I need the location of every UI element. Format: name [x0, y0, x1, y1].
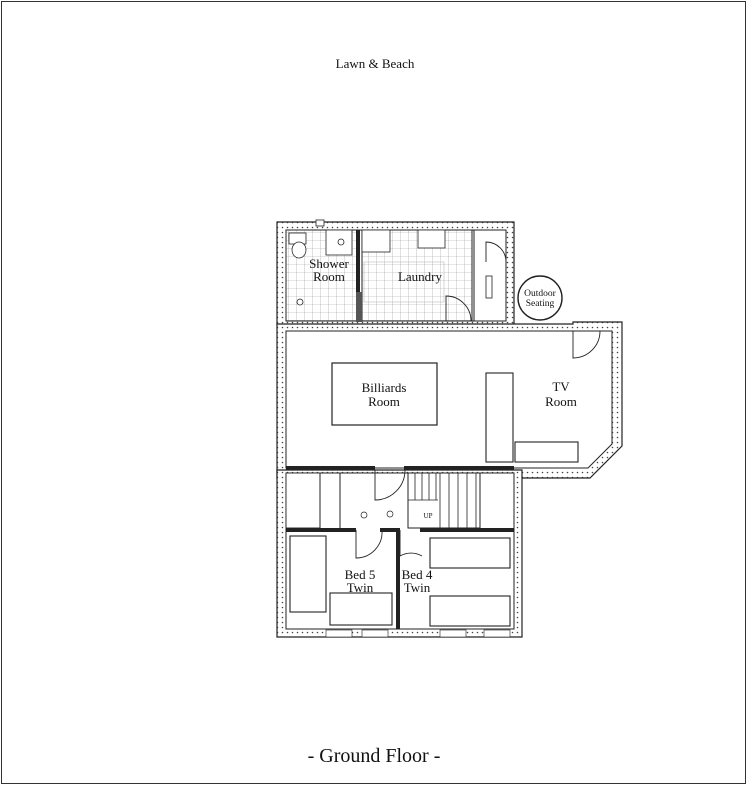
bed4-twin-a [429, 537, 511, 569]
shower-label-2: Room [313, 269, 345, 284]
smoke-detector-icon [360, 511, 368, 519]
billiards-label-1: Billiards [362, 380, 407, 395]
tv-door [572, 330, 601, 359]
top-wing [276, 219, 515, 326]
bed5-label-1: Bed 5 [345, 567, 376, 582]
bed4-label-2: Twin [404, 580, 431, 595]
tv-console [514, 441, 579, 463]
hall-door [374, 469, 406, 501]
billiards-label-2: Room [368, 394, 400, 409]
entry-door [485, 241, 507, 263]
staircase: UP [407, 472, 481, 529]
outdoor-label-2: Seating [526, 299, 555, 309]
sofa-icon [485, 372, 514, 463]
light-fixture-icon [386, 510, 394, 518]
laundry-sink-icon [417, 229, 446, 249]
tv-label-2: Room [545, 394, 577, 409]
bed5-label-2: Twin [347, 580, 374, 595]
bed5-twin-a [289, 535, 327, 613]
laundry-label: Laundry [398, 269, 443, 284]
laundry-door [445, 295, 472, 322]
bed4-door [399, 530, 423, 557]
washer-icon [361, 229, 391, 253]
shower-label-1: Shower [309, 256, 349, 271]
lower-wing: UP [276, 469, 523, 638]
toilet-icon [291, 241, 307, 259]
tv-label-1: TV [552, 379, 570, 394]
drain-icon [296, 298, 304, 306]
outdoor-seating: Outdoor Seating [517, 275, 563, 321]
bed4-twin-b [429, 595, 511, 627]
billiards-table [331, 362, 438, 426]
bed4-label-1: Bed 4 [402, 567, 433, 582]
bed5-twin-b [329, 592, 393, 626]
page-title: - Ground Floor - [308, 745, 441, 767]
top-label: Lawn & Beach [336, 56, 415, 71]
bed5-door [355, 529, 383, 559]
main-block [276, 321, 623, 479]
stairs-up-label: UP [424, 512, 433, 520]
outdoor-label-1: Outdoor [524, 289, 557, 299]
